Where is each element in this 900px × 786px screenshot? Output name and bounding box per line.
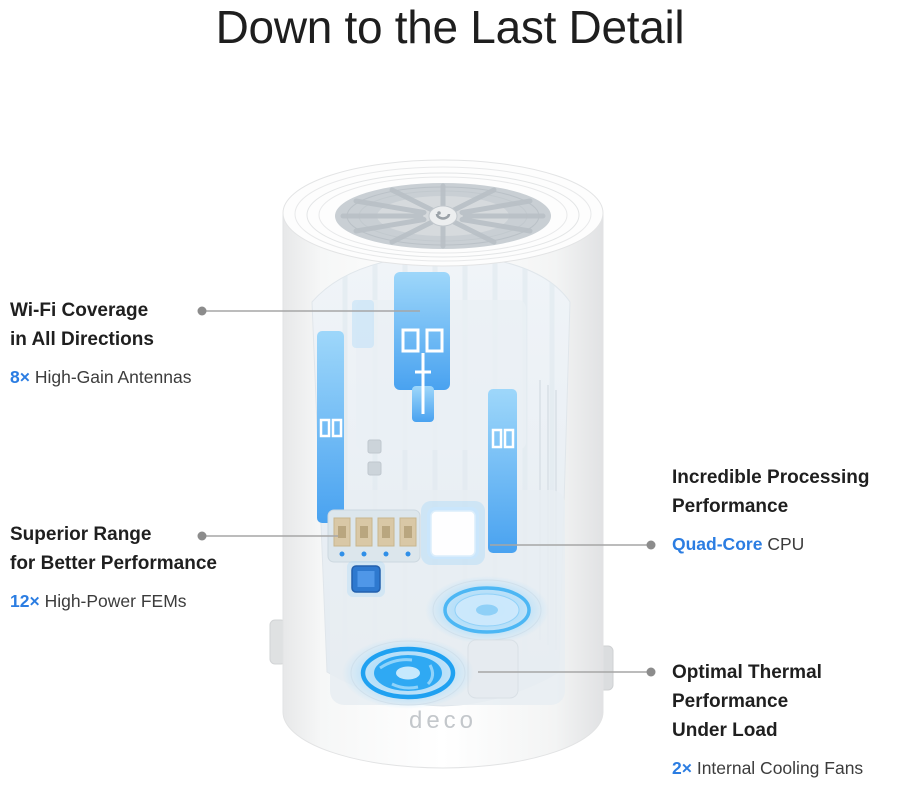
callout-heading-line: Under Load: [672, 720, 778, 741]
page-title: Down to the Last Detail: [215, 1, 685, 53]
stat-label: High-Gain Antennas: [34, 367, 192, 387]
callout-heading-line: Optimal Thermal: [672, 662, 822, 683]
callout-heading-line: Superior Range: [10, 524, 152, 545]
callout-heading-line: Performance: [672, 496, 789, 517]
antenna-back-icon: [352, 300, 374, 348]
leader-dot-fems: [197, 531, 207, 541]
stat-value: 8×: [10, 367, 30, 387]
stat-value: Quad-Core: [672, 534, 763, 554]
callout-fems: Superior Range for Better Performance 12…: [10, 520, 217, 612]
callout-stat: 8× High-Gain Antennas: [10, 366, 191, 388]
callout-antennas: Wi-Fi Coverage in All Directions 8× High…: [10, 296, 191, 388]
leader-lines: [202, 310, 651, 673]
leader-dot-cpu: [646, 540, 656, 550]
callout-heading: Wi-Fi Coverage in All Directions: [10, 296, 191, 354]
callout-heading-line: Performance: [672, 691, 789, 712]
callout-stat: 12× High-Power FEMs: [10, 590, 217, 612]
callout-cpu: Incredible Processing Performance Quad-C…: [672, 463, 869, 555]
callout-heading: Superior Range for Better Performance: [10, 520, 217, 578]
callout-heading: Incredible Processing Performance: [672, 463, 869, 521]
callout-heading-line: in All Directions: [10, 329, 154, 350]
fan-bracket: [467, 639, 519, 699]
cooling-fan-upper-icon: [425, 576, 549, 644]
device-top-cap: [282, 159, 604, 267]
cooling-fan-lower-icon: [342, 637, 474, 709]
stat-label: High-Power FEMs: [44, 591, 187, 611]
antenna-center-icon: [394, 272, 450, 422]
callout-thermal: Optimal Thermal Performance Under Load 2…: [672, 658, 863, 779]
antenna-right-icon: [488, 389, 517, 553]
callout-heading-line: Wi-Fi Coverage: [10, 300, 149, 321]
antenna-left-icon: [317, 331, 344, 523]
callout-heading: Optimal Thermal Performance Under Load: [672, 658, 863, 745]
leader-dots: [197, 306, 656, 677]
callout-heading-line: for Better Performance: [10, 553, 217, 574]
stat-label: CPU: [767, 534, 805, 554]
stat-value: 12×: [10, 591, 40, 611]
callout-heading-line: Incredible Processing: [672, 467, 870, 488]
leader-dot-antennas: [197, 306, 207, 316]
tp-link-logo-icon: [428, 205, 458, 227]
fem-connectors: [327, 509, 421, 563]
callout-stat: 2× Internal Cooling Fans: [672, 757, 863, 779]
leader-dot-thermal: [646, 667, 656, 677]
callout-stat: Quad-Core CPU: [672, 533, 869, 555]
stat-label: Internal Cooling Fans: [696, 758, 864, 778]
secondary-chip-icon: [347, 561, 385, 597]
cpu-chip-icon: [421, 501, 485, 565]
stat-value: 2×: [672, 758, 692, 778]
deco-wordmark: deco: [409, 707, 477, 734]
